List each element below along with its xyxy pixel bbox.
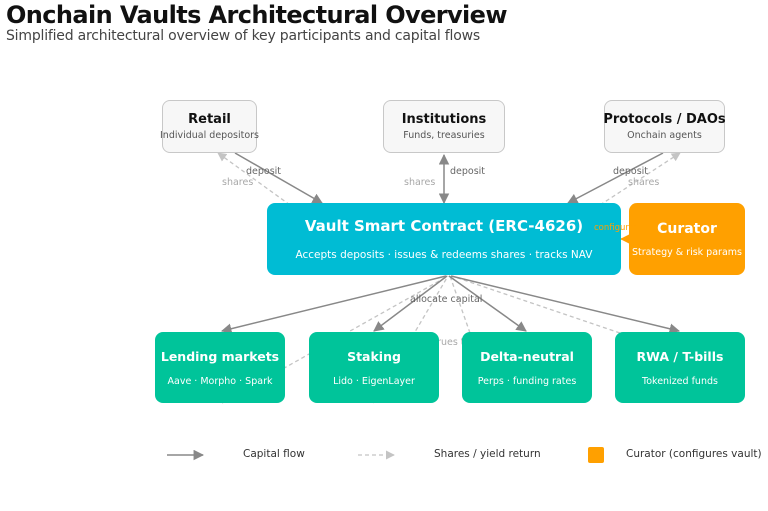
source-institutions-title: Institutions (401, 112, 487, 127)
source-protocols-subtitle: Onchain agents (627, 130, 702, 141)
yield-return-delta (449, 275, 471, 334)
allocate-arrow-lending (220, 275, 447, 334)
dest-lending-title: Lending markets (160, 348, 280, 364)
dest-lending-subtitle: Aave · Morpho · Spark (167, 375, 273, 387)
source-institutions-subtitle: Funds, treasuries (403, 130, 485, 141)
deposit-arrow-retail (234, 152, 323, 204)
legend-curator-swatch (588, 447, 604, 463)
label-shares-protocols: shares (628, 177, 660, 188)
label-shares-retail: shares (222, 177, 254, 188)
shares-return-retail (217, 152, 291, 206)
dest-lending-markets: Lending markets Aave · Morpho · Spark (155, 332, 285, 403)
legend-curator: Curator (configures vault) (626, 448, 762, 460)
curator-title: Curator (657, 220, 717, 237)
dest-delta-neutral: Delta-neutral Perps · funding rates (462, 332, 592, 403)
label-shares-institutions: shares (404, 177, 436, 188)
vault-title: Vault Smart Contract (ERC-4626) (304, 217, 584, 235)
source-retail: Retail Individual depositors (160, 100, 259, 153)
source-protocols-title: Protocols / DAOs (603, 112, 726, 127)
source-protocols: Protocols / DAOs Onchain agents (603, 100, 726, 153)
dest-delta-subtitle: Perps · funding rates (477, 375, 577, 387)
dest-rwa-tbills: RWA / T-bills Tokenized funds (615, 332, 745, 403)
allocate-arrow-staking (373, 275, 448, 332)
yield-return-rwa (451, 275, 621, 334)
source-retail-title: Retail (188, 112, 231, 127)
page-subtitle: Simplified architectural overview of key… (6, 28, 480, 44)
source-institutions: Institutions Funds, treasuries (383, 100, 505, 153)
legend-capital-flow: Capital flow (243, 448, 305, 460)
vault-smart-contract: Vault Smart Contract (ERC-4626) Accepts … (267, 203, 621, 275)
label-allocate-capital: allocate capital (410, 294, 483, 305)
allocate-arrow-delta (448, 275, 527, 332)
shares-return-protocols (599, 152, 681, 206)
curator-subtitle: Strategy & risk params (632, 246, 742, 258)
deposit-arrow-protocols (567, 152, 664, 204)
dest-staking-title: Staking (347, 348, 401, 364)
source-retail-subtitle: Individual depositors (160, 130, 259, 141)
page-title: Onchain Vaults Architectural Overview (6, 1, 508, 29)
dest-rwa-title: RWA / T-bills (636, 348, 724, 364)
vault-subtitle: Accepts deposits · issues & redeems shar… (295, 249, 593, 261)
allocate-arrow-rwa (450, 275, 681, 334)
dest-staking-subtitle: Lido · EigenLayer (333, 375, 415, 387)
curator-box: Curator Strategy & risk params (629, 203, 745, 275)
label-deposit-institutions: deposit (450, 166, 486, 177)
legend-shares-yield: Shares / yield return (434, 448, 541, 460)
dest-delta-title: Delta-neutral (480, 348, 574, 364)
label-configures: configures (594, 223, 639, 233)
label-deposit-protocols: deposit (613, 166, 649, 177)
label-yield-accrues: yield accrues to shares (395, 337, 505, 348)
dest-staking: Staking Lido · EigenLayer (309, 332, 439, 403)
label-deposit-retail: deposit (246, 166, 282, 177)
dest-rwa-subtitle: Tokenized funds (642, 375, 718, 387)
